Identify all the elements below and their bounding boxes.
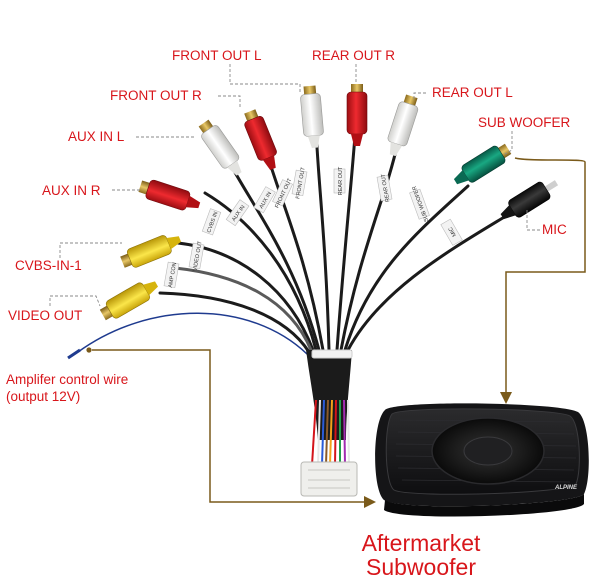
wire-video-out bbox=[158, 291, 311, 354]
svg-text:REAR OUT: REAR OUT bbox=[380, 173, 391, 203]
svg-text:REAR OUT: REAR OUT bbox=[338, 166, 344, 195]
label-amplifier-control-wire-line2: (output 12V) bbox=[6, 388, 81, 404]
label-aftermarket: Aftermarket bbox=[361, 530, 481, 556]
arrow-amp-to-subwoofer bbox=[92, 349, 376, 508]
label-amplifier-control-wire: Amplifer control wire (output 12V) bbox=[6, 372, 128, 406]
arrow-subout-to-subwoofer bbox=[500, 157, 586, 404]
rca-plug-rear-out-r bbox=[346, 84, 368, 146]
connection-arrows bbox=[92, 157, 586, 508]
rca-plug-video-out bbox=[99, 281, 158, 321]
leader-lines bbox=[49, 64, 540, 307]
harness-connector bbox=[300, 461, 358, 497]
label-mic: MIC bbox=[542, 222, 567, 237]
rca-plug-cvbs-in bbox=[120, 235, 182, 268]
wire-rear-out-l bbox=[339, 140, 400, 352]
rca-plug-rear-out-l bbox=[387, 94, 419, 157]
label-amplifier-control-wire-line1: Amplifer control wire bbox=[6, 372, 129, 387]
leader-mic bbox=[526, 210, 540, 231]
amp-control-wire-tip bbox=[67, 347, 92, 360]
rca-plug-aux-in-l bbox=[198, 119, 242, 176]
tag-video-out: VIDEO OUT bbox=[188, 240, 205, 272]
wire-amp-control-blue bbox=[77, 312, 308, 355]
svg-text:FRONT OUT: FRONT OUT bbox=[295, 166, 307, 199]
tag-aux-in-r: AUX IN bbox=[225, 199, 250, 227]
label-rear-out-l: REAR OUT L bbox=[432, 85, 513, 100]
rca-plug-front-out-l bbox=[300, 85, 324, 149]
mic-plug bbox=[500, 180, 559, 220]
leader-video-out bbox=[49, 295, 101, 307]
wire-aux-in-l bbox=[226, 158, 321, 352]
label-aux-in-l: AUX IN L bbox=[68, 129, 125, 144]
leader-rear-out-l bbox=[413, 92, 426, 99]
tag-amp-con: AMP CON bbox=[163, 261, 180, 288]
rca-plug-front-out-r bbox=[244, 109, 277, 171]
leader-front-out-r bbox=[218, 95, 241, 108]
wire-aux-in-r bbox=[203, 191, 318, 352]
wire-mic bbox=[346, 214, 508, 352]
leader-cvbs-in bbox=[59, 242, 122, 258]
rca-plug-aux-in-r bbox=[138, 179, 201, 211]
label-aux-in-r: AUX IN R bbox=[42, 183, 101, 198]
tag-front-out-l: FRONT OUT bbox=[291, 166, 308, 199]
tag-cvbs-in: CVBS IN bbox=[201, 208, 222, 236]
svg-text:AMP CON: AMP CON bbox=[168, 262, 178, 288]
label-front-out-r: FRONT OUT R bbox=[110, 88, 202, 103]
wire-rear-out-r bbox=[335, 120, 358, 352]
wire-front-out-l bbox=[314, 126, 331, 352]
wire-amp-con bbox=[173, 266, 313, 352]
label-sub-woofer: SUB WOOFER bbox=[478, 115, 571, 130]
label-cvbs-in-1: CVBS-IN-1 bbox=[15, 258, 82, 273]
bundle-trunk bbox=[300, 349, 358, 497]
tag-rear-out-l: REAR OUT bbox=[376, 173, 393, 203]
rca-plug-sub-woofer bbox=[453, 143, 512, 185]
tag-aux-in-l: AUX IN bbox=[253, 186, 276, 214]
label-subwoofer: Subwoofer bbox=[366, 554, 476, 581]
label-rear-out-r: REAR OUT R bbox=[312, 48, 396, 63]
subwoofer-brand: ALPINE bbox=[554, 485, 578, 491]
label-front-out-l: FRONT OUT L bbox=[172, 48, 262, 63]
subwoofer-unit: ALPINE bbox=[375, 403, 589, 517]
label-aftermarket-subwoofer: Aftermarket Subwoofer bbox=[346, 531, 496, 579]
tag-rear-out-r: REAR OUT bbox=[333, 166, 346, 195]
tag-mic: MIC bbox=[440, 218, 463, 246]
cable-tags: FRONT OUT FRONT OUT REAR OUT REAR OUT AU… bbox=[163, 166, 463, 288]
tag-sub-woofer: SUB WOOFER bbox=[409, 185, 430, 222]
leader-front-out-l bbox=[229, 64, 301, 92]
wire-sub-woofer bbox=[343, 184, 470, 352]
wire-bundle bbox=[77, 120, 508, 355]
label-video-out: VIDEO OUT bbox=[8, 308, 83, 323]
svg-text:VIDEO OUT: VIDEO OUT bbox=[192, 240, 203, 271]
svg-text:MIC: MIC bbox=[448, 226, 458, 238]
leader-sub-woofer bbox=[504, 131, 513, 155]
